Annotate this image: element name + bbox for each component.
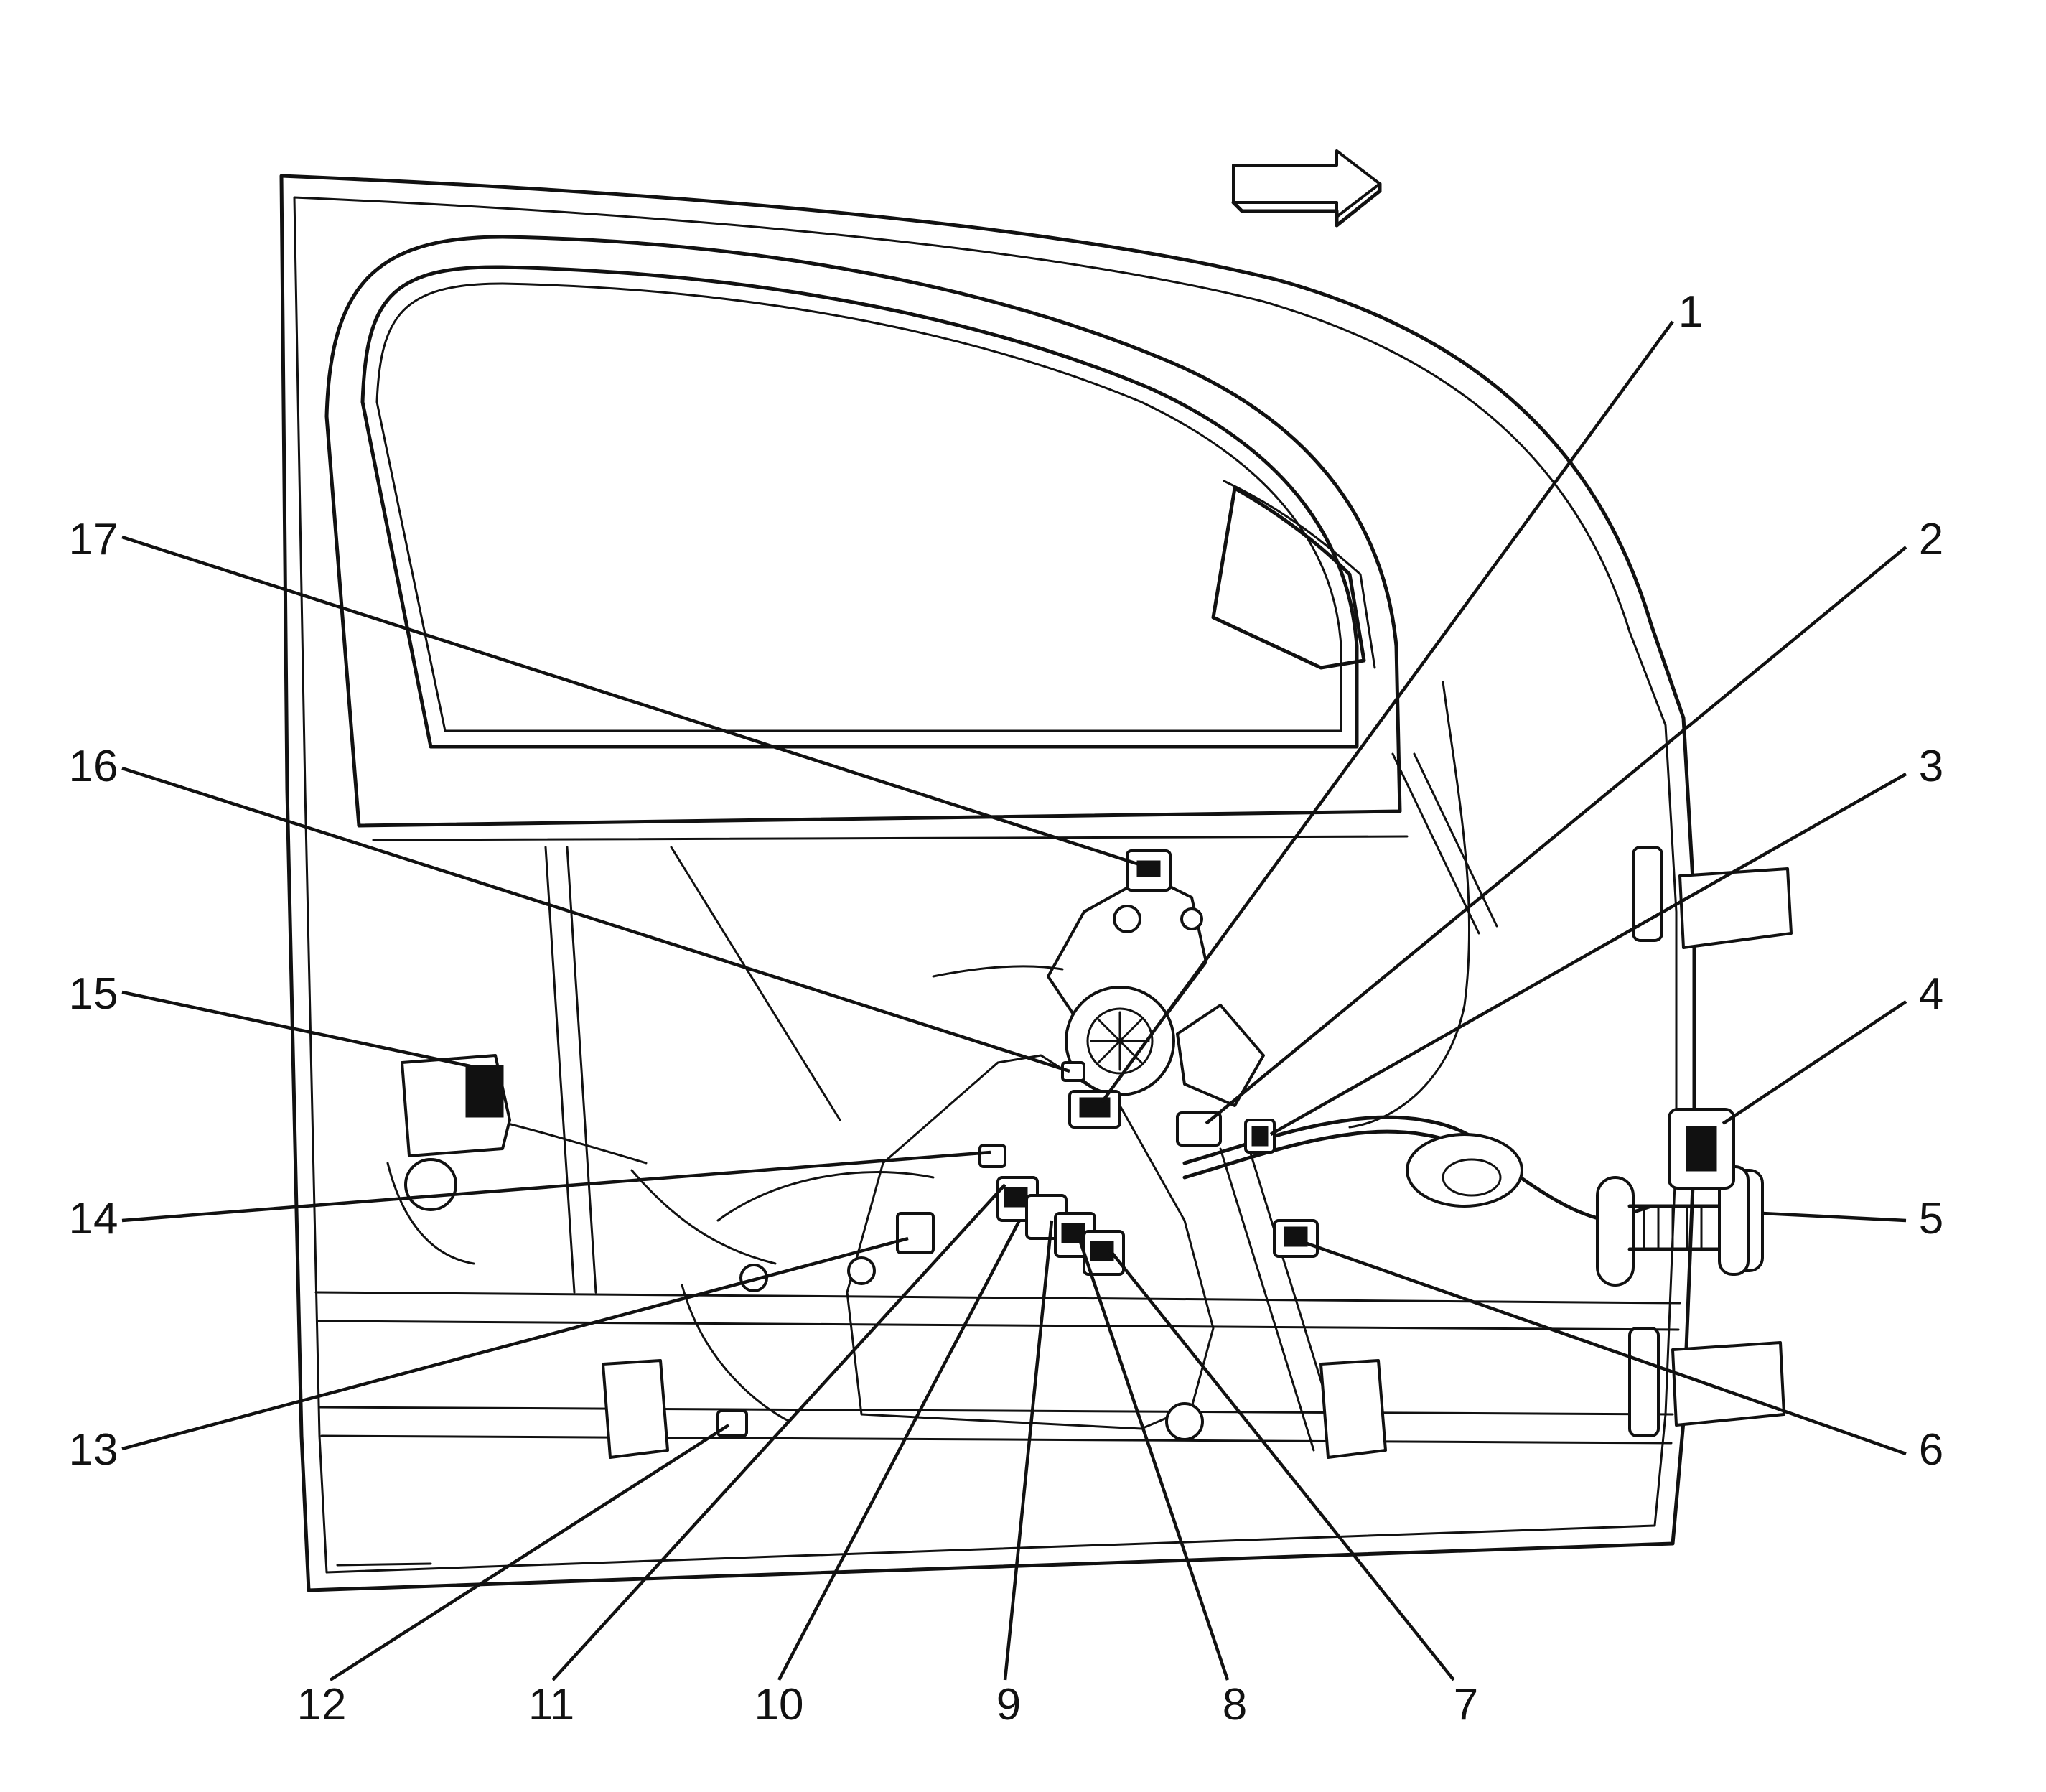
window-opening (324, 235, 1402, 828)
callout-2: 2 (1919, 515, 1943, 564)
leader-4 (1722, 1000, 1907, 1125)
leader-11 (551, 1183, 1006, 1681)
connector-15 (386, 1054, 511, 1265)
leader-5 (1762, 1211, 1907, 1223)
connector-14 (978, 1144, 1006, 1168)
leader-1 (1101, 320, 1674, 1103)
callout-3: 3 (1919, 742, 1943, 791)
leader-13 (121, 1236, 909, 1451)
callout-5: 5 (1919, 1194, 1943, 1243)
callout-13: 13 (69, 1425, 118, 1475)
leader-10 (777, 1219, 1021, 1681)
callout-6: 6 (1919, 1425, 1943, 1475)
connector-4 (1668, 1108, 1735, 1190)
lower-brackets (602, 1256, 1387, 1459)
connector-1 (1068, 1090, 1121, 1129)
callout-11: 11 (528, 1680, 574, 1730)
connector-3 (1244, 1119, 1276, 1154)
callout-9: 9 (996, 1680, 1021, 1730)
callout-12: 12 (297, 1680, 347, 1730)
leader-7 (1108, 1248, 1455, 1681)
leader-2 (1205, 546, 1907, 1125)
grommet (1596, 1165, 1764, 1287)
leader-15 (121, 990, 471, 1068)
callout-1: 1 (1678, 287, 1703, 337)
callout-7: 7 (1454, 1680, 1478, 1730)
leader-14 (121, 1150, 991, 1223)
leader-6 (1302, 1240, 1907, 1456)
leader-9 (1003, 1220, 1054, 1681)
arrow-right-icon (1231, 149, 1382, 228)
callout-14: 14 (69, 1194, 118, 1243)
connector-16 (1061, 1061, 1085, 1082)
window-regulator-motor (1047, 874, 1265, 1107)
leader-16 (121, 766, 1070, 1073)
callout-16: 16 (69, 742, 118, 791)
leader-8 (1078, 1241, 1230, 1681)
connector-6 (1273, 1219, 1319, 1258)
callout-labels: 1 2 3 4 5 6 7 8 9 10 11 12 13 14 15 16 1… (69, 287, 1944, 1730)
callout-10: 10 (755, 1680, 804, 1730)
connector-12 (716, 1409, 748, 1437)
callout-4: 4 (1919, 969, 1943, 1019)
leader-lines (121, 320, 1907, 1681)
leader-17 (121, 535, 1142, 867)
callout-15: 15 (69, 969, 118, 1019)
speaker-grommet (1406, 1133, 1523, 1208)
callout-8: 8 (1223, 1680, 1247, 1730)
callout-17: 17 (69, 515, 118, 564)
connector-17 (1126, 849, 1172, 892)
connector-13 (896, 1212, 935, 1254)
leader-3 (1269, 773, 1907, 1136)
leader-12 (329, 1424, 730, 1681)
